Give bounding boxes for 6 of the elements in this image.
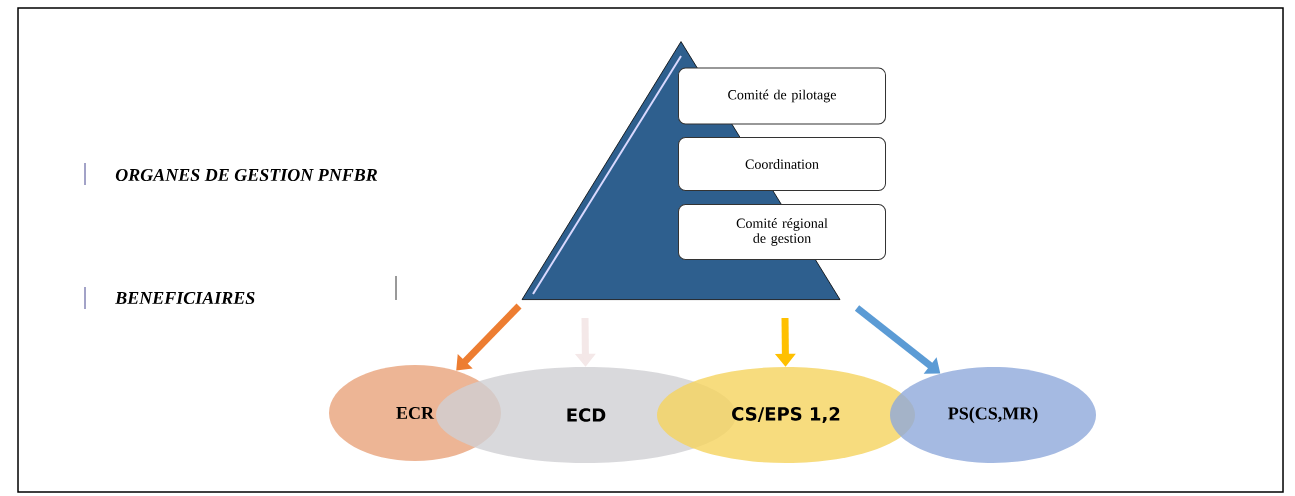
block-arrow (456, 303, 522, 371)
level-box: Coordination (678, 137, 886, 191)
section-heading: ORGANES DE GESTION PNFBR (115, 168, 378, 182)
section-heading: BENEFICIAIRES (115, 291, 255, 305)
level-box: Comité de pilotage (678, 67, 886, 125)
level-box: Comité régional de gestion (678, 204, 886, 260)
